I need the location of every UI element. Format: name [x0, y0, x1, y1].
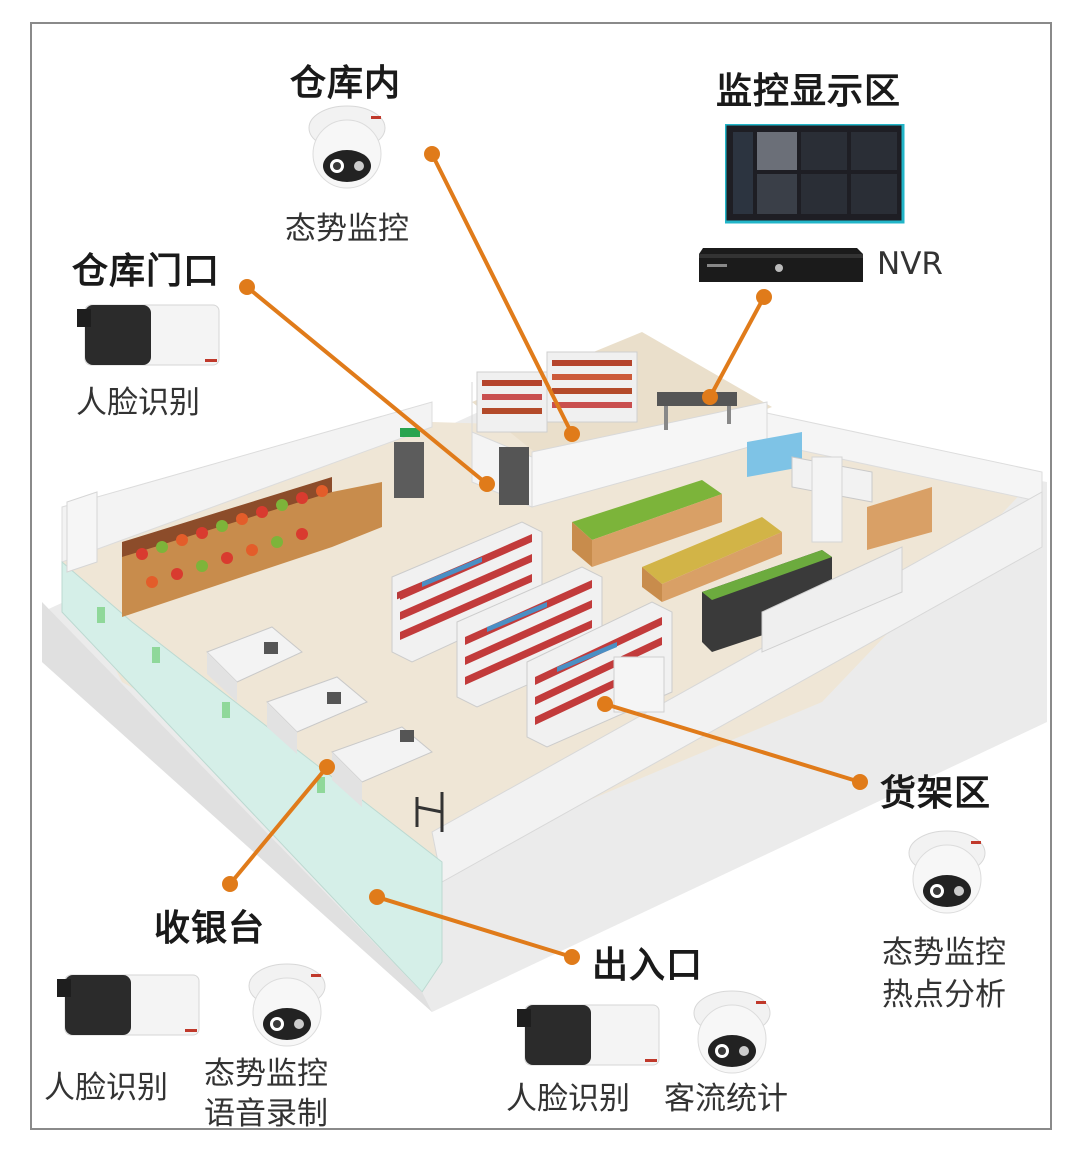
entrance-gate [415, 792, 444, 832]
dome-camera-icon [908, 830, 986, 914]
entrance-title: 出入口 [592, 945, 704, 986]
front-wall-base [42, 602, 432, 1012]
shelf-area-caption-2: 热点分析 [882, 977, 1006, 1013]
nvr-recorder-icon [699, 248, 863, 282]
dome-camera-icon [248, 963, 326, 1047]
back-door [394, 442, 424, 498]
window-signage [97, 607, 325, 793]
leader-lines [228, 153, 861, 959]
exit-sign [400, 428, 420, 437]
checkout-face-caption: 人脸识别 [44, 1070, 168, 1106]
warehouse-inside-title: 仓库内 [290, 63, 402, 104]
nvr-label: NVR [877, 246, 943, 282]
shelf-area-title: 货架区 [880, 773, 992, 814]
fridges [702, 432, 932, 653]
bullet-camera-icon [57, 974, 200, 1036]
monitor-area-title: 监控显示区 [716, 71, 902, 112]
monitor-icon [725, 124, 905, 224]
warehouse-inside-caption: 态势监控 [285, 211, 409, 247]
fruit-racks [122, 477, 382, 617]
back-wall [61, 401, 433, 563]
checkout-title: 收银台 [154, 908, 266, 949]
checkout-caption-1: 态势监控 [204, 1056, 328, 1092]
leader-dots [222, 146, 868, 965]
warehouse-door-caption: 人脸识别 [76, 385, 200, 421]
store-floorplan-illustration [42, 146, 1047, 1012]
warehouse-shelves [476, 351, 638, 433]
entrance-face-caption: 人脸识别 [506, 1081, 630, 1117]
dome-camera-icon [308, 105, 386, 189]
warehouse-door-title: 仓库门口 [72, 251, 221, 292]
vegetable-island [572, 480, 782, 602]
pillar [66, 491, 98, 573]
grocery-shelves [391, 521, 673, 748]
warehouse-door [499, 447, 529, 505]
checkout-caption-2: 语音录制 [204, 1096, 328, 1130]
front-glass-wall [61, 560, 443, 993]
monitor-desk [657, 392, 737, 406]
bullet-camera-icon [517, 1004, 660, 1066]
bullet-camera-icon [77, 304, 220, 366]
shelf-area-caption-1: 态势监控 [882, 935, 1006, 971]
diagram-frame: 仓库内 态势监控 监控显示区 NVR 仓库门口 人脸识别 货架区 态势监控 热点… [30, 22, 1052, 1130]
entrance-count-caption: 客流统计 [664, 1081, 788, 1117]
dome-camera-icon [693, 990, 771, 1074]
checkout-counters [206, 626, 433, 807]
